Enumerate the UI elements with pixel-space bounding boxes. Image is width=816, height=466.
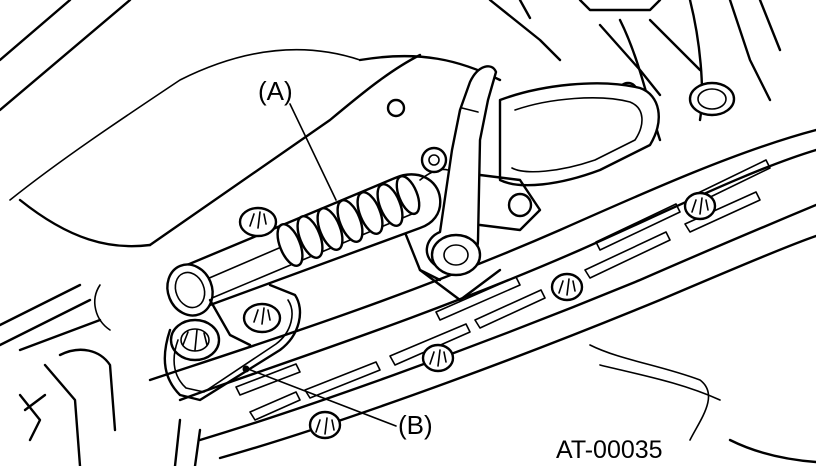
oil-pan <box>148 128 816 464</box>
shift-lever <box>425 65 498 277</box>
lower-linkage <box>18 348 202 466</box>
callout-label-a: (A) <box>258 76 293 106</box>
figure-code: AT-00035 <box>556 436 663 464</box>
oil-pan-bolts <box>308 191 717 440</box>
leader-line-b <box>247 368 397 427</box>
retainer-plate <box>163 283 302 402</box>
return-spring <box>276 146 449 267</box>
housing-outline <box>0 0 782 352</box>
leader-lines <box>247 103 397 427</box>
callout-label-b: (B) <box>398 410 433 440</box>
servo-cover <box>398 82 660 302</box>
servo-retaining-bolts <box>169 206 282 362</box>
leader-line-a <box>289 103 337 201</box>
